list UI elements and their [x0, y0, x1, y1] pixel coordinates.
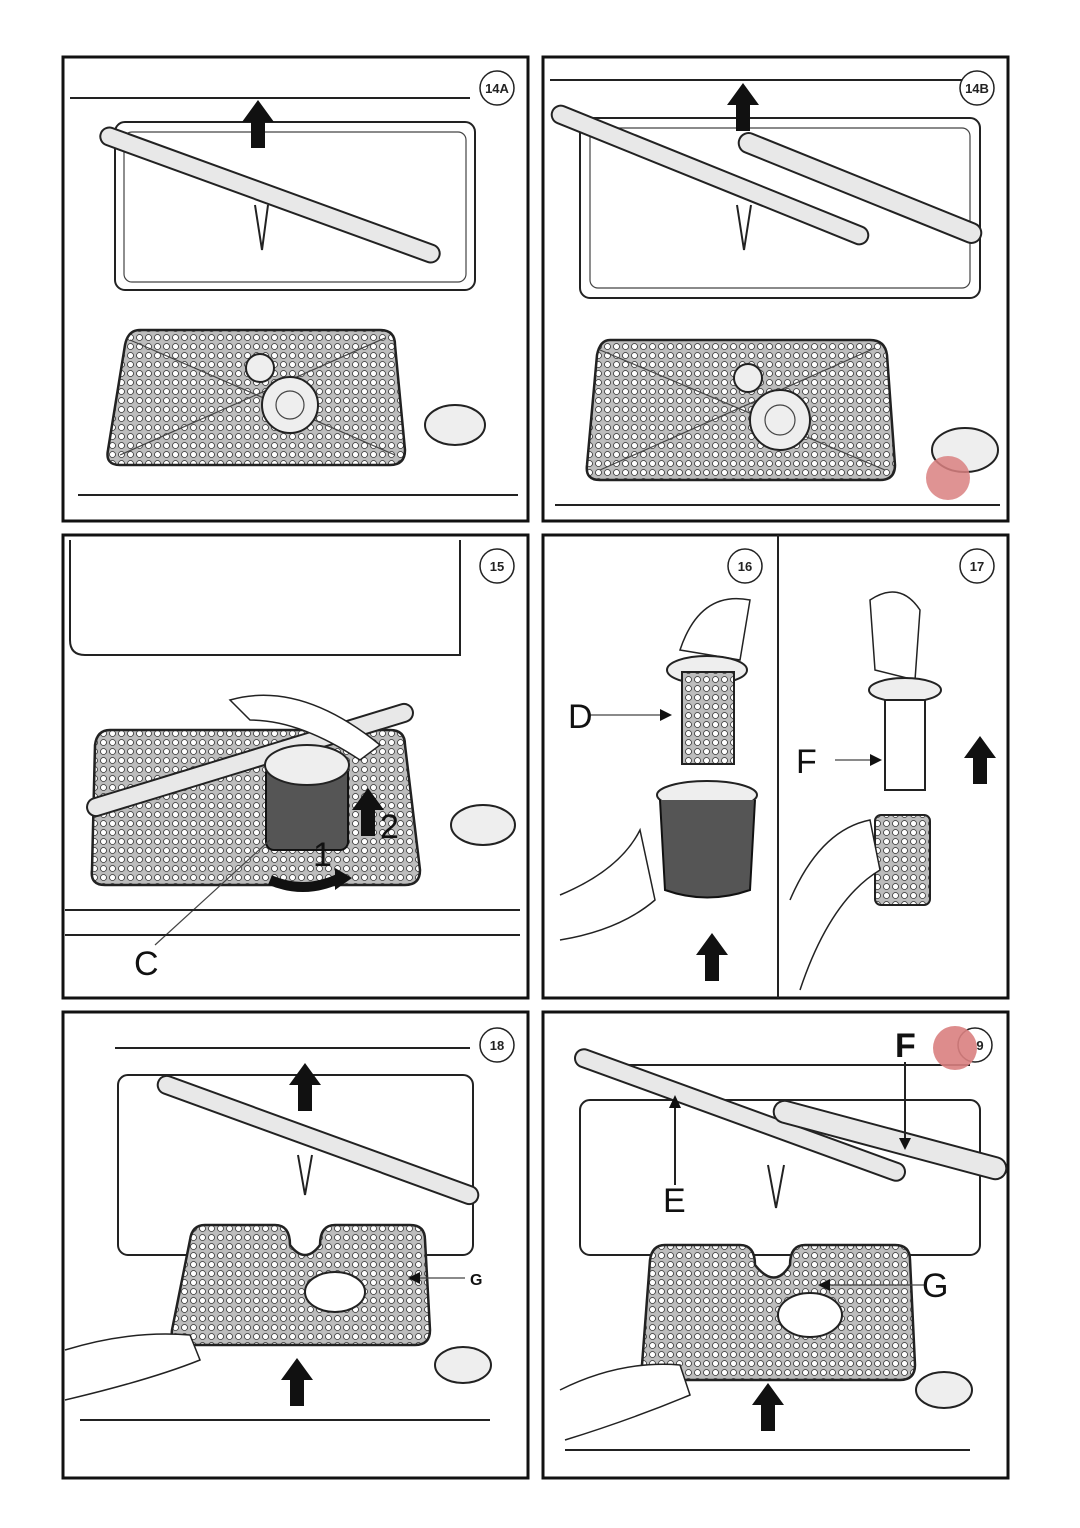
- figure-18: G 18: [61, 1010, 530, 1480]
- svg-text:G: G: [922, 1267, 948, 1305]
- svg-text:F: F: [895, 1027, 916, 1065]
- filter-d: [681, 671, 735, 765]
- svg-text:D: D: [568, 698, 593, 736]
- sticker: [933, 1026, 977, 1070]
- figure-number: 14A: [485, 81, 509, 96]
- svg-text:F: F: [796, 743, 817, 781]
- figure-16-17: D 16 F 17: [541, 533, 1010, 1000]
- svg-text:1: 1: [313, 836, 332, 874]
- svg-text:E: E: [663, 1182, 686, 1220]
- sticker: [926, 456, 970, 500]
- figure-number: 14B: [965, 81, 989, 96]
- salt-cap: [424, 404, 486, 446]
- figure-15: C 1 2 15: [61, 533, 530, 1000]
- figure-number: 18: [490, 1038, 504, 1053]
- svg-text:G: G: [470, 1272, 482, 1289]
- svg-text:C: C: [134, 945, 159, 983]
- figure-19: F E G 9: [541, 1010, 1010, 1480]
- figure-number: 9: [976, 1038, 983, 1053]
- figure-number: 15: [490, 559, 504, 574]
- figure-14b: 14B: [541, 55, 1010, 523]
- hand: [228, 694, 382, 761]
- filter-plate: [106, 328, 407, 467]
- svg-text:2: 2: [380, 808, 399, 846]
- figure-number: 17: [970, 559, 984, 574]
- spray-arm: [99, 126, 441, 264]
- figure-number: 16: [738, 559, 752, 574]
- figure-14a: 14A: [61, 55, 530, 523]
